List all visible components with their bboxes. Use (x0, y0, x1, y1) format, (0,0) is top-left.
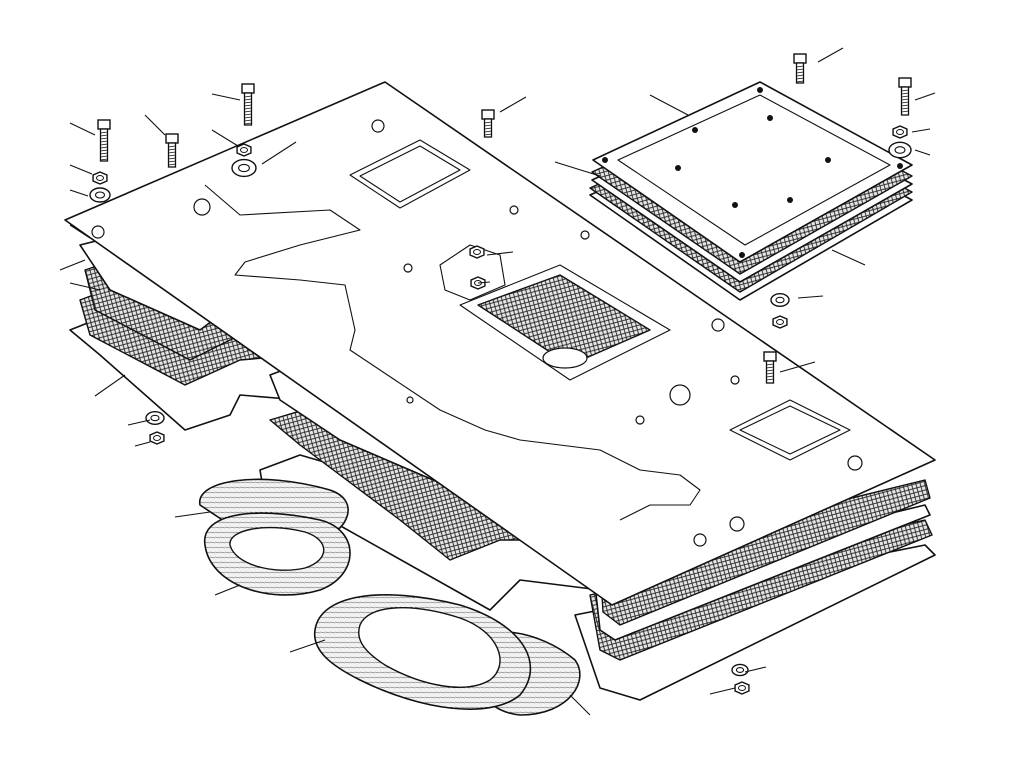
nut (734, 681, 750, 695)
leader-line (69, 122, 96, 136)
leader-line (649, 94, 689, 116)
center-opening-rim (459, 264, 671, 381)
leader-line (744, 666, 767, 673)
leader-line (134, 441, 151, 447)
cover-hole (602, 157, 608, 163)
nut (892, 125, 908, 139)
hole (711, 318, 725, 332)
washer (145, 411, 165, 426)
cover-hole (739, 252, 745, 258)
bolt (97, 119, 111, 162)
cover-hole (825, 157, 831, 163)
right-window-inner (739, 405, 841, 455)
seal-rings (199, 478, 581, 716)
washer (89, 187, 111, 203)
plate-holes (91, 119, 863, 547)
leader-line (94, 374, 126, 397)
top-window-inner (359, 145, 461, 203)
hole (730, 375, 740, 385)
hole (693, 533, 707, 547)
nut (469, 245, 485, 259)
channel-bead (204, 184, 701, 521)
bolt (898, 77, 912, 116)
leader-line (289, 639, 326, 653)
center-opening-bore (542, 347, 588, 369)
cover-top-plate (592, 81, 913, 263)
leader-line (477, 281, 491, 284)
cover-hole (732, 202, 738, 208)
washer (231, 158, 257, 178)
leader-line (911, 128, 931, 133)
lower-seal-ring-hole (358, 607, 501, 688)
cover-hole (675, 165, 681, 171)
hole (580, 230, 590, 240)
leader-line (211, 93, 241, 101)
leader-line (211, 129, 239, 147)
nut (149, 431, 165, 445)
right-window-recess (729, 399, 851, 461)
hole (509, 205, 519, 215)
washer (770, 293, 790, 308)
hole (635, 415, 645, 425)
cover-top-panel (617, 94, 891, 246)
leader-line (69, 164, 93, 175)
cover-stack (589, 81, 913, 301)
main-cover-plate (64, 81, 936, 606)
hole (91, 225, 105, 239)
leader-line (69, 282, 101, 291)
raised-pad (439, 244, 506, 301)
bolt (241, 83, 255, 126)
nut (236, 143, 252, 157)
leader-line (69, 189, 89, 197)
upper-seal-ring-hole (229, 526, 325, 571)
cover-hole (787, 197, 793, 203)
bolt (763, 351, 777, 384)
bolt (481, 109, 495, 138)
hole (371, 119, 385, 133)
leader-line (59, 259, 86, 271)
leader-line (499, 96, 527, 113)
hole (403, 263, 413, 273)
hole (193, 198, 211, 216)
leader-line (554, 161, 601, 177)
fasteners (89, 53, 912, 695)
leader-line (261, 141, 297, 165)
right-gasket-stack (574, 479, 936, 701)
cover-hole (897, 163, 903, 169)
washer (731, 663, 749, 677)
cover-hole (757, 87, 763, 93)
bolt (793, 53, 807, 84)
leader-line (817, 47, 844, 63)
hole (669, 384, 691, 406)
nut (92, 171, 108, 185)
washer (888, 141, 912, 159)
hole (729, 516, 745, 532)
leader-line (914, 92, 936, 101)
leader-line (486, 251, 514, 256)
leader-lines (59, 47, 936, 716)
nut (772, 315, 788, 329)
top-window-recess (349, 139, 471, 209)
leader-line (709, 687, 736, 695)
leader-line (779, 361, 816, 373)
hole (406, 396, 414, 404)
upper-mesh-gasket (599, 479, 931, 626)
leader-line (914, 149, 931, 156)
bolt (165, 133, 179, 168)
leader-line (569, 694, 591, 716)
leader-line (69, 224, 91, 239)
leader-line (174, 511, 211, 518)
leader-line (214, 584, 241, 596)
leader-line (144, 114, 166, 136)
leader-line (127, 419, 151, 426)
leader-line (831, 249, 866, 266)
center-opening-gasket (477, 274, 651, 366)
cover-hole (767, 115, 773, 121)
leader-line (797, 295, 824, 299)
cover-hole (692, 127, 698, 133)
hole (847, 455, 863, 471)
